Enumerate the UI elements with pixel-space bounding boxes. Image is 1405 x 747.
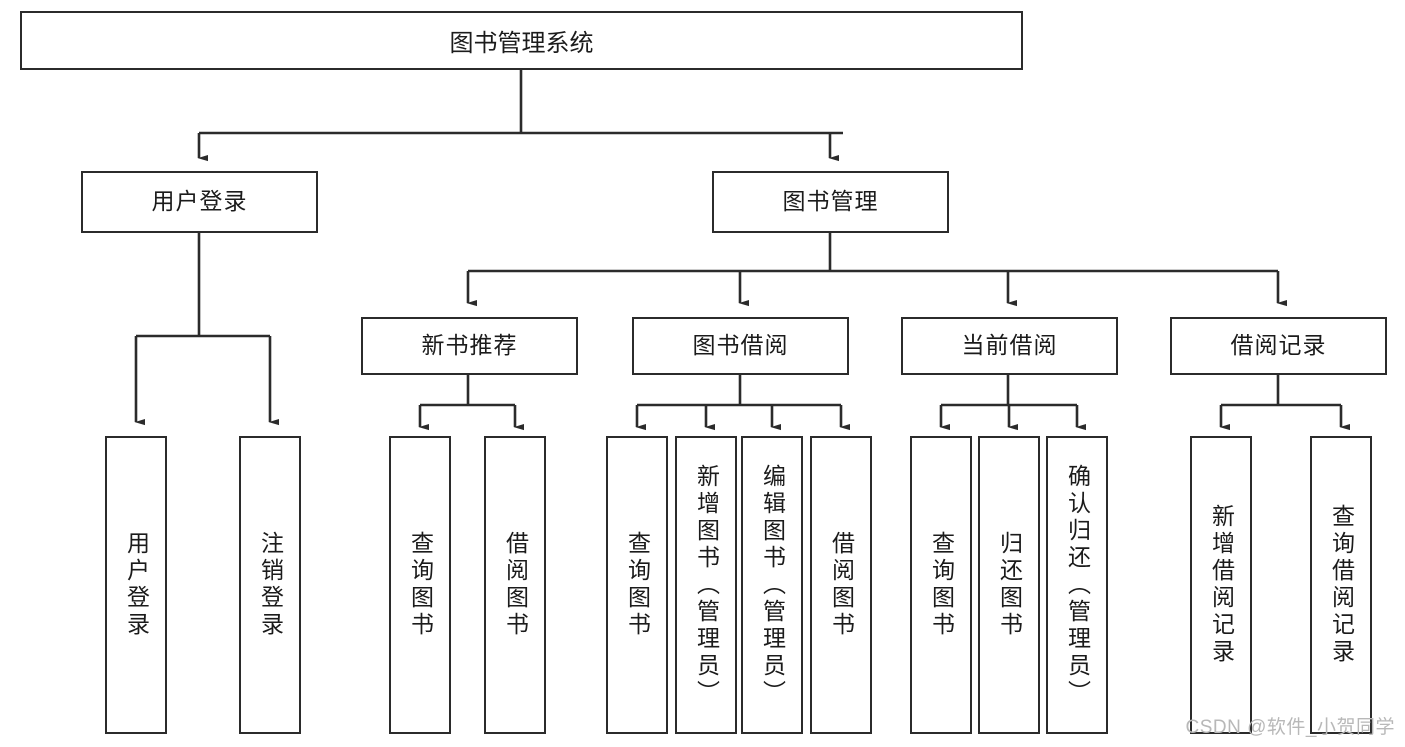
node-leaf-user-login[interactable]: 用户登录 — [105, 436, 167, 734]
node-leaf-query-record-label: 查询借阅记录 — [1328, 504, 1355, 666]
node-leaf-query-book-1[interactable]: 查询图书 — [389, 436, 451, 734]
node-leaf-query-book-2-label: 查询图书 — [624, 531, 651, 639]
node-leaf-add-book[interactable]: 新增图书（管理员） — [675, 436, 737, 734]
node-book-manage-label: 图书管理 — [782, 188, 879, 215]
node-user-login[interactable]: 用户登录 — [81, 171, 318, 233]
node-leaf-borrow-book-1[interactable]: 借阅图书 — [484, 436, 546, 734]
node-leaf-query-book-2[interactable]: 查询图书 — [606, 436, 668, 734]
node-leaf-edit-book[interactable]: 编辑图书（管理员） — [741, 436, 803, 734]
node-current-borrow-label: 当前借阅 — [961, 332, 1058, 359]
node-new-book-recommend-label: 新书推荐 — [421, 332, 518, 359]
node-leaf-query-book-1-label: 查询图书 — [407, 531, 434, 639]
node-leaf-add-record-label: 新增借阅记录 — [1208, 504, 1235, 666]
node-leaf-add-book-label: 新增图书（管理员） — [693, 463, 720, 707]
node-borrow-record[interactable]: 借阅记录 — [1170, 317, 1387, 375]
node-root[interactable]: 图书管理系统 — [20, 11, 1023, 70]
node-leaf-user-logout-label: 注销登录 — [257, 531, 284, 639]
node-leaf-return-book-label: 归还图书 — [996, 531, 1023, 639]
node-new-book-recommend[interactable]: 新书推荐 — [361, 317, 578, 375]
node-leaf-user-login-label: 用户登录 — [123, 531, 150, 639]
node-leaf-confirm-return[interactable]: 确认归还（管理员） — [1046, 436, 1108, 734]
node-leaf-query-book-3[interactable]: 查询图书 — [910, 436, 972, 734]
node-book-manage[interactable]: 图书管理 — [712, 171, 949, 233]
watermark: CSDN @软件_小贺同学 — [1185, 717, 1395, 738]
node-book-borrow[interactable]: 图书借阅 — [632, 317, 849, 375]
node-leaf-borrow-book-2[interactable]: 借阅图书 — [810, 436, 872, 734]
node-leaf-borrow-book-2-label: 借阅图书 — [828, 531, 855, 639]
node-leaf-borrow-book-1-label: 借阅图书 — [502, 531, 529, 639]
node-leaf-user-logout[interactable]: 注销登录 — [239, 436, 301, 734]
node-leaf-add-record[interactable]: 新增借阅记录 — [1190, 436, 1252, 734]
node-leaf-query-book-3-label: 查询图书 — [928, 531, 955, 639]
node-current-borrow[interactable]: 当前借阅 — [901, 317, 1118, 375]
node-leaf-edit-book-label: 编辑图书（管理员） — [759, 463, 786, 707]
node-book-borrow-label: 图书借阅 — [692, 332, 789, 359]
node-root-label: 图书管理系统 — [449, 30, 594, 57]
node-borrow-record-label: 借阅记录 — [1230, 332, 1327, 359]
node-leaf-confirm-return-label: 确认归还（管理员） — [1064, 463, 1091, 707]
node-user-login-label: 用户登录 — [151, 188, 248, 215]
node-leaf-query-record[interactable]: 查询借阅记录 — [1310, 436, 1372, 734]
node-leaf-return-book[interactable]: 归还图书 — [978, 436, 1040, 734]
